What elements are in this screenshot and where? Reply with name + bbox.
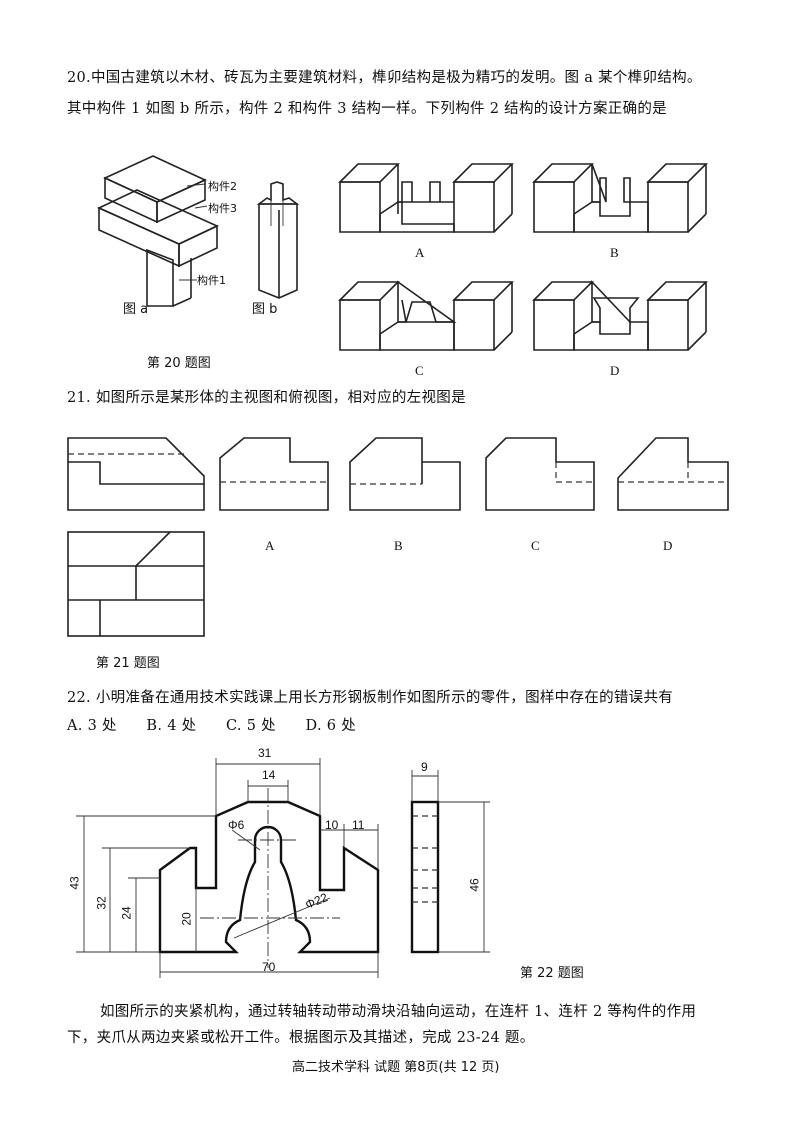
label-part-3: 构件3 <box>208 202 237 215</box>
q21-top-view <box>67 531 205 637</box>
q20-option-c-figure <box>338 280 514 351</box>
dim-11: 11 <box>352 818 365 832</box>
q20-line2: 其中构件 1 如图 b 所示，构件 2 和构件 3 结构一样。下列构件 2 结构… <box>67 101 667 117</box>
q20-option-a-figure <box>338 163 514 233</box>
q22-text: 22. 小明准备在通用技术实践课上用长方形钢板制作如图所示的零件，图样中存在的错… <box>67 690 674 706</box>
q20-option-c-label: C <box>415 363 424 378</box>
q21-option-d-label: D <box>663 538 673 553</box>
q20-option-a-label: A <box>415 245 425 260</box>
q22-figure-caption: 第 22 题图 <box>520 966 584 981</box>
q21-option-c-label: C <box>531 538 540 553</box>
dim-9: 9 <box>421 760 428 774</box>
q20-figure-b <box>256 181 300 299</box>
dim-20: 20 <box>179 912 194 926</box>
dim-31: 31 <box>258 746 272 760</box>
q21-option-a-figure <box>219 437 329 511</box>
q21-front-view <box>67 437 205 511</box>
label-part-1: 构件1 <box>197 274 226 287</box>
dim-70: 70 <box>262 960 276 974</box>
q21-option-a-label: A <box>265 538 275 553</box>
q20-option-d-figure <box>532 279 708 351</box>
q21-option-d-figure <box>617 437 729 511</box>
q21-option-b-figure <box>349 437 461 511</box>
q21-figure-caption: 第 21 题图 <box>96 656 160 671</box>
dim-10: 10 <box>325 818 339 832</box>
intro-line1: 如图所示的夹紧机构，通过转轴转动带动滑块沿轴向运动，在连杆 1、连杆 2 等构件… <box>100 1004 697 1020</box>
fig-a-caption: 图 a <box>123 302 149 317</box>
label-part-2: 构件2 <box>208 180 237 193</box>
dim-14: 14 <box>262 768 276 782</box>
dim-32: 32 <box>94 896 109 910</box>
q21-option-c-figure <box>485 437 595 511</box>
intro-line2: 下，夹爪从两边夹紧或松开工件。根据图示及其描述，完成 23-24 题。 <box>67 1030 535 1046</box>
q22-part-drawing <box>76 758 490 978</box>
q20-figure-a <box>97 155 219 307</box>
dim-46: 46 <box>467 878 482 892</box>
q21-text: 21. 如图所示是某形体的主视图和俯视图，相对应的左视图是 <box>67 390 466 406</box>
q20-option-b-label: B <box>610 245 619 260</box>
dim-43: 43 <box>67 876 82 890</box>
q20-figure-caption: 第 20 题图 <box>147 356 211 371</box>
dim-24: 24 <box>119 906 134 920</box>
q20-option-b-figure <box>532 163 708 233</box>
page-footer: 高二技术学科 试题 第8页(共 12 页) <box>292 1060 500 1075</box>
q21-option-b-label: B <box>394 538 403 553</box>
q20-option-d-label: D <box>610 363 620 378</box>
fig-b-caption: 图 b <box>252 302 278 317</box>
q22-choices: A. 3 处 B. 4 处 C. 5 处 D. 6 处 <box>67 718 357 734</box>
dim-phi6: Φ6 <box>228 818 245 832</box>
q20-line1: 20.中国古建筑以木材、砖瓦为主要建筑材料，榫卯结构是极为精巧的发明。图 a 某… <box>67 70 702 86</box>
